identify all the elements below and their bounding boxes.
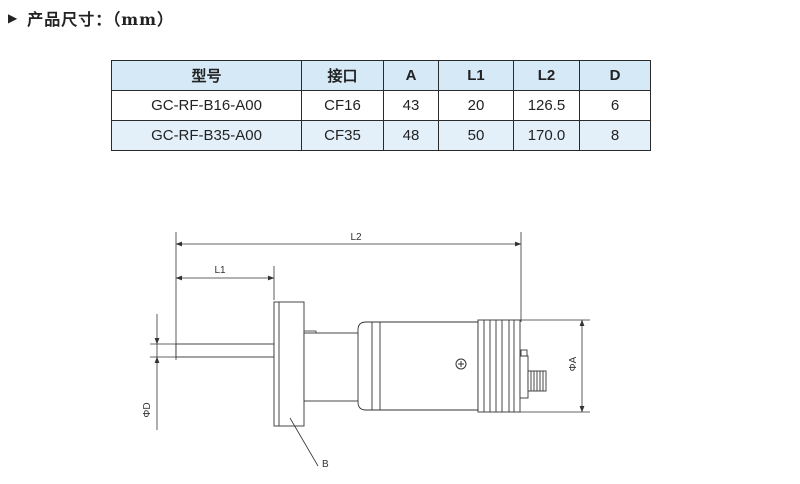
header-interface: 接口 [301,60,384,91]
section-heading: ▶ 产品尺寸：（mm） [8,6,174,30]
header-l1: L1 [438,60,514,91]
flange [273,301,305,427]
label-a: ΦA [568,356,579,371]
dimension-l2 [175,232,522,360]
probe-rod [175,343,275,358]
cell-l1: 50 [438,120,514,151]
end-connector [519,349,547,399]
cell-interface: CF35 [301,120,384,151]
ring-section [477,319,521,413]
main-body [357,321,479,411]
spec-table: 型号 接口 A L1 L2 D GC-RF-B16-A00 CF16 43 20… [111,60,651,151]
cell-l2: 170.0 [513,120,580,151]
cell-model: GC-RF-B35-A00 [111,120,302,151]
table-header-row: 型号 接口 A L1 L2 D [111,60,651,91]
cell-model: GC-RF-B16-A00 [111,90,302,121]
cell-a: 43 [383,90,439,121]
dimension-l1 [175,266,275,300]
cell-d: 8 [579,120,651,151]
dimension-d [150,314,176,430]
label-l1: L1 [214,265,226,276]
label-d: ΦD [142,402,153,417]
neck [303,332,361,402]
header-a: A [383,60,439,91]
triangle-bullet-icon: ▶ [8,11,18,25]
header-l2: L2 [513,60,580,91]
leader-b [289,417,319,467]
cell-interface: CF16 [301,90,384,121]
label-b: B [322,459,329,470]
table-row: GC-RF-B35-A00 CF35 48 50 170.0 8 [111,120,651,151]
header-model: 型号 [111,60,302,91]
cell-d: 6 [579,90,651,121]
table-row: GC-RF-B16-A00 CF16 43 20 126.5 6 [111,90,651,121]
cell-a: 48 [383,120,439,151]
plus-screw-icon [455,358,467,370]
section-title: 产品尺寸：（mm） [27,10,175,29]
cell-l2: 126.5 [513,90,580,121]
dimension-a [520,319,590,413]
label-l2: L2 [350,232,362,243]
